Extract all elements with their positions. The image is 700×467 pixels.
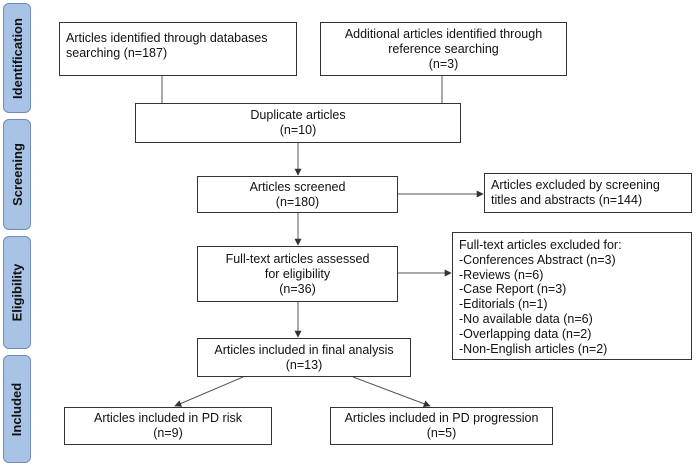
box-text-line: (n=3) (428, 56, 459, 71)
box-pd-progression: Articles included in PD progression (n=5… (330, 407, 553, 445)
exclusion-item: -Overlapping data (n=2) (459, 326, 592, 341)
box-text-line: Duplicate articles (250, 108, 346, 122)
box-text-line: Full-text articles assessed (225, 251, 370, 266)
phase-included: Included (3, 355, 31, 463)
box-fulltext-excluded: Full-text articles excluded for: -Confer… (452, 232, 692, 360)
box-text-line: (n=13) (285, 357, 323, 372)
arrow-final-to-pd-progression (352, 376, 431, 408)
box-text-line: Articles included in final analysis (214, 342, 394, 357)
exclusion-item: -No available data (n=6) (459, 311, 593, 326)
box-articles-screened: Articles screened (n=180) (197, 176, 398, 213)
exclusion-item: -Case Report (n=3) (459, 282, 567, 297)
box-text-line: reference searching (388, 41, 499, 56)
box-text-line: Articles identified through databases (66, 31, 268, 45)
box-excluded-screening: Articles excluded by screening titles an… (484, 173, 692, 213)
exclusion-heading: Full-text articles excluded for: (459, 238, 622, 252)
box-reference-search: Additional articles identified through r… (320, 22, 567, 76)
box-text-line: (n=5) (426, 426, 457, 440)
box-duplicate-articles: Duplicate articles (n=10) (135, 103, 461, 143)
box-text-line: Articles screened (249, 179, 346, 194)
box-text-line: Articles included in PD risk (94, 411, 242, 425)
box-text-line: (n=10) (279, 123, 317, 137)
box-text-line: for eligibility (264, 266, 331, 281)
box-text-line: Articles included in PD progression (344, 411, 539, 425)
box-pd-risk: Articles included in PD risk (n=9) (64, 407, 272, 445)
box-text-line: titles and abstracts (n=144) (491, 193, 643, 207)
box-database-search: Articles identified through databases se… (59, 22, 297, 76)
box-fulltext-assessed: Full-text articles assessed for eligibil… (197, 246, 398, 302)
exclusion-item: -Conferences Abstract (n=3) (459, 252, 616, 267)
phase-label: Included (9, 382, 25, 436)
box-text-line: (n=180) (275, 194, 320, 209)
arrow-final-to-pd-risk (174, 376, 244, 407)
exclusion-item: -Reviews (n=6) (459, 267, 544, 282)
box-text-line: (n=9) (153, 426, 183, 440)
box-text-line: (n=36) (279, 281, 316, 296)
box-final-analysis: Articles included in final analysis (n=1… (197, 338, 411, 377)
phase-label: Eligibility (9, 263, 25, 322)
exclusion-item: -Editorials (n=1) (459, 297, 548, 312)
box-text-line: searching (n=187) (66, 46, 168, 60)
phase-screening: Screening (3, 119, 31, 230)
phase-label: Identification (9, 17, 25, 99)
box-text-line: Additional articles identified through (344, 26, 543, 41)
phase-identification: Identification (3, 3, 31, 113)
phase-eligibility: Eligibility (3, 236, 31, 349)
exclusion-item: -Non-English articles (n=2) (459, 341, 608, 356)
box-text-line: Articles excluded by screening (491, 178, 660, 192)
phase-label: Screening (9, 143, 25, 206)
